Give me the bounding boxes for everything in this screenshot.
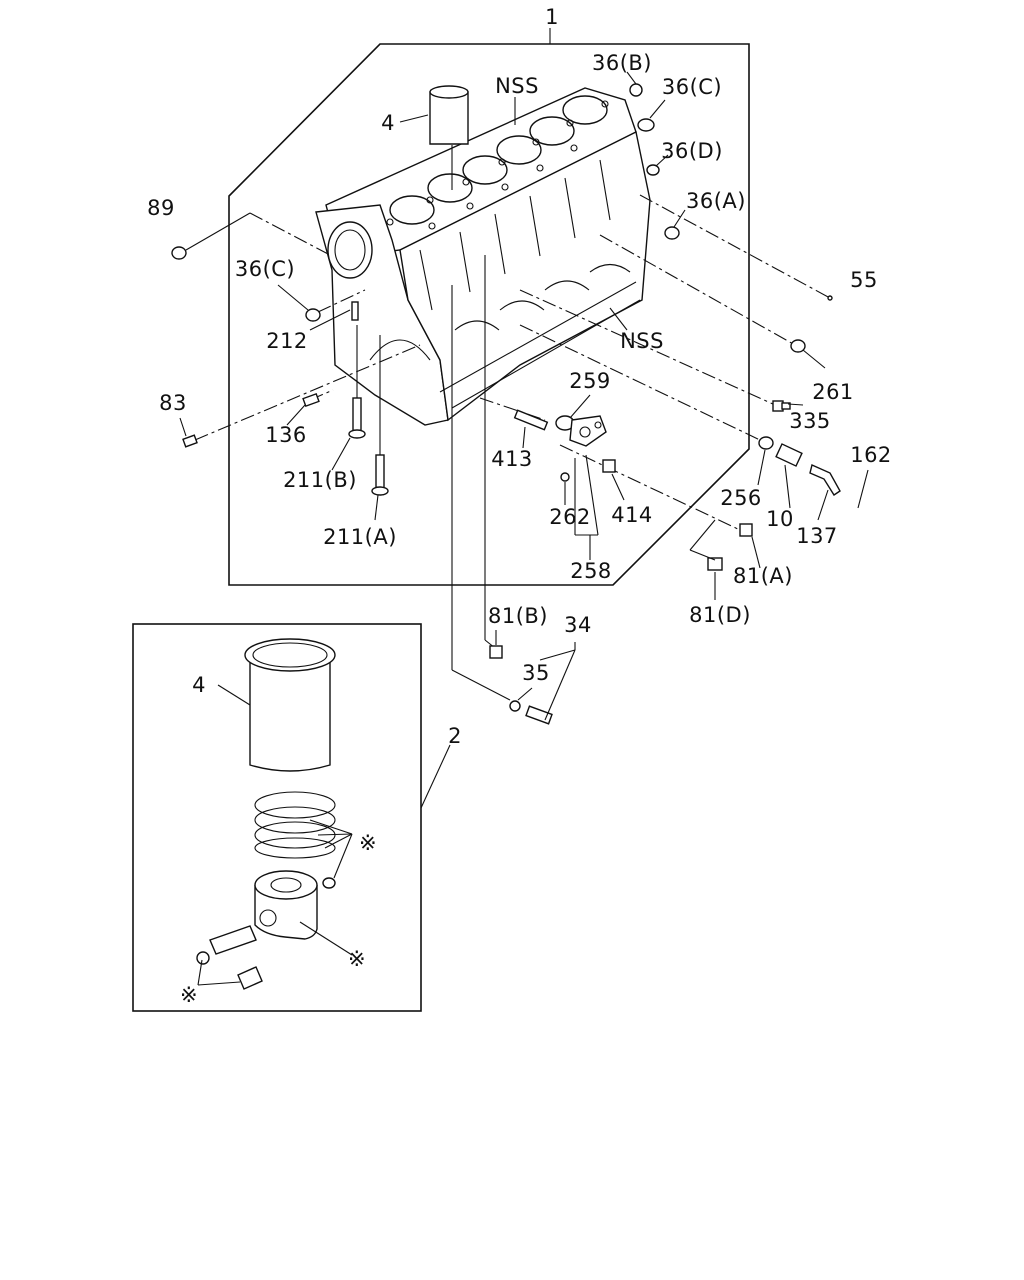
pipe-162 <box>852 509 891 557</box>
label-259: 259 <box>569 369 611 393</box>
oil-jet-assembly-258 <box>569 415 607 447</box>
plug-81a <box>739 523 753 537</box>
label-89: 89 <box>147 196 175 220</box>
washer-256 <box>758 436 774 450</box>
label-36b: 36(B) <box>592 51 652 75</box>
group-2-box <box>132 623 422 1012</box>
label-81a: 81(A) <box>733 564 793 588</box>
label-35: 35 <box>522 661 550 685</box>
label-81b: 81(B) <box>488 604 548 628</box>
label-2: 2 <box>448 724 462 748</box>
label-34: 34 <box>564 613 592 637</box>
part-55 <box>827 295 833 301</box>
label-335: 335 <box>789 409 831 433</box>
label-4-top: 4 <box>381 111 395 135</box>
piston <box>254 870 353 956</box>
label-36c-left: 36(C) <box>235 257 295 281</box>
bolt-211b <box>348 397 366 439</box>
piston-rings <box>254 791 353 879</box>
bolt-211a <box>371 454 389 496</box>
label-nss-side: NSS <box>620 329 664 353</box>
plug-36a <box>664 226 680 240</box>
label-211a: 211(A) <box>323 525 397 549</box>
label-83: 83 <box>159 391 187 415</box>
plug-36d <box>646 164 660 176</box>
label-212: 212 <box>266 329 308 353</box>
bolt-81d <box>707 557 723 571</box>
label-1: 1 <box>545 5 559 29</box>
label-162: 162 <box>850 443 892 467</box>
label-136: 136 <box>265 423 307 447</box>
label-81d: 81(D) <box>689 603 751 627</box>
label-413: 413 <box>491 447 533 471</box>
fitting-137 <box>809 464 841 496</box>
part-262 <box>560 472 570 482</box>
plug-36c-left <box>305 308 321 322</box>
label-258: 258 <box>570 559 612 583</box>
snap-ring <box>322 877 336 889</box>
plug-89 <box>171 246 187 260</box>
label-36c-right: 36(C) <box>662 75 722 99</box>
label-10: 10 <box>766 507 794 531</box>
label-star-piston: ※ <box>348 947 366 971</box>
connector-10 <box>775 443 803 467</box>
label-36a: 36(A) <box>686 189 746 213</box>
label-414: 414 <box>611 503 653 527</box>
plug-36c-right <box>637 118 655 132</box>
stud-413 <box>513 409 549 431</box>
plug-81b <box>489 645 503 659</box>
label-nss-top: NSS <box>495 74 539 98</box>
cylinder-block <box>315 87 651 426</box>
label-137: 137 <box>796 524 838 548</box>
cylinder-liner-4-detail <box>217 638 336 772</box>
cylinder-liner-4 <box>429 85 469 145</box>
pin-212 <box>351 301 359 321</box>
label-36d: 36(D) <box>661 139 723 163</box>
piston-pin <box>196 925 263 990</box>
plug-36b <box>629 83 643 97</box>
group-1-outline <box>228 43 750 586</box>
label-55: 55 <box>850 268 878 292</box>
oring-35 <box>509 700 521 712</box>
connector-34 <box>525 705 553 725</box>
plug-261 <box>790 339 806 353</box>
label-star-pin: ※ <box>180 983 198 1007</box>
pin-83 <box>182 434 198 448</box>
label-261: 261 <box>812 380 854 404</box>
label-256: 256 <box>720 486 762 510</box>
bolt-335 <box>772 400 791 412</box>
pin-136 <box>302 392 320 408</box>
nut-414 <box>602 459 616 473</box>
label-211b: 211(B) <box>283 468 357 492</box>
label-4-detail: 4 <box>192 673 206 697</box>
label-262: 262 <box>549 505 591 529</box>
label-star-rings: ※ <box>359 831 377 855</box>
